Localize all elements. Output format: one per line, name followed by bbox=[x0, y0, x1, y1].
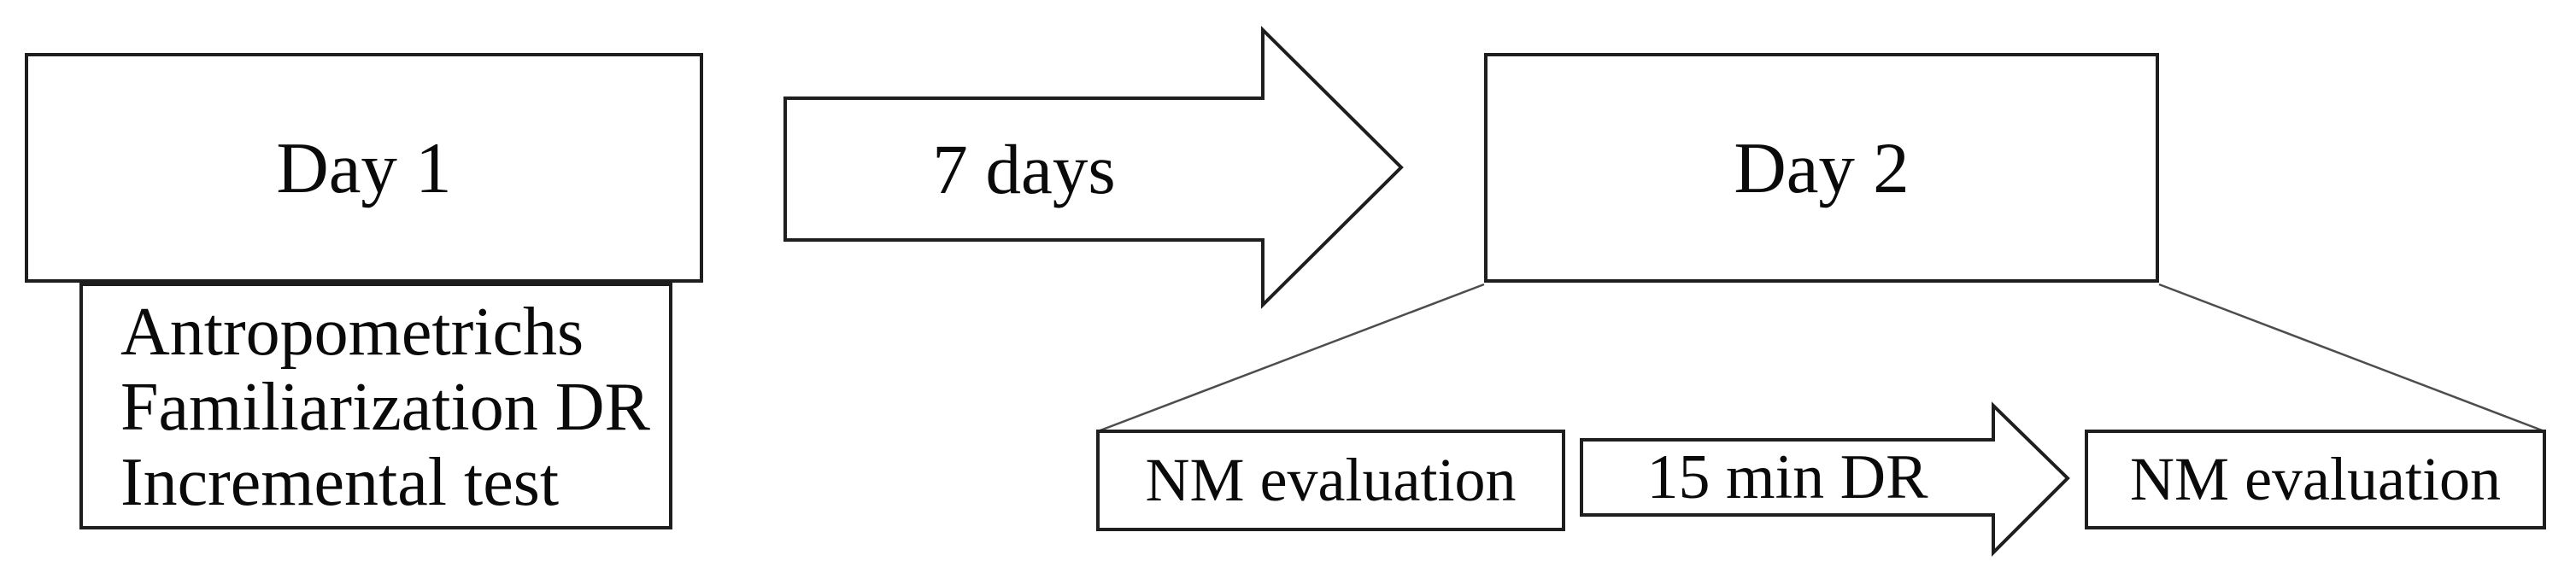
nm-evaluation-pre-label: NM evaluation bbox=[1145, 446, 1517, 514]
fan-line-right bbox=[2158, 283, 2545, 433]
day1-label: Day 1 bbox=[276, 127, 452, 208]
arrow-7days: 7 days bbox=[785, 98, 1263, 240]
day1-detail-familiarization-dr: Familiarization DR bbox=[120, 370, 650, 445]
arrow-7days-label: 7 days bbox=[932, 130, 1116, 208]
nm-evaluation-post-box: NM evaluation bbox=[2085, 430, 2546, 529]
day1-detail-antropometrichs: Antropometrichs bbox=[120, 295, 584, 370]
fan-line-left bbox=[1097, 283, 1485, 433]
arrow-15min-dr: 15 min DR bbox=[1581, 440, 1993, 515]
arrow-15min-dr-label: 15 min DR bbox=[1646, 442, 1928, 512]
day1-box: Day 1 bbox=[25, 53, 703, 283]
day1-detail-incremental-test: Incremental test bbox=[120, 445, 560, 520]
arrow-15min-shape bbox=[1580, 401, 2070, 557]
nm-evaluation-post-label: NM evaluation bbox=[2130, 445, 2501, 513]
arrow-7days-shape bbox=[783, 26, 1404, 309]
nm-evaluation-pre-box: NM evaluation bbox=[1096, 430, 1565, 531]
day2-label: Day 2 bbox=[1734, 127, 1910, 208]
day2-box: Day 2 bbox=[1484, 53, 2159, 283]
day1-details-box: Antropometrichs Familiarization DR Incre… bbox=[79, 283, 672, 529]
